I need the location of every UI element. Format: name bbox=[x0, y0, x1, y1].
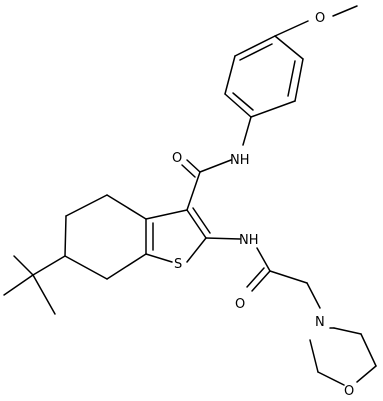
bond-nh-acyl bbox=[256, 247, 271, 272]
bond-morph-2 bbox=[333, 327, 362, 335]
bond-morph-4 bbox=[356, 365, 377, 383]
bond-c3a-c4 bbox=[106, 194, 147, 220]
bond-ring-3-inner bbox=[232, 92, 254, 111]
bond-morph-3 bbox=[360, 333, 377, 367]
bond-tbu-methyl-3 bbox=[32, 274, 56, 315]
bond-acyl-o-double bbox=[246, 267, 265, 288]
bond-ring-2 bbox=[224, 55, 236, 95]
bond-ring-6 bbox=[274, 35, 304, 60]
bond-ring-5-inner bbox=[287, 60, 296, 97]
bond-carbonyl-c3 bbox=[186, 171, 201, 211]
bond-ring-4 bbox=[250, 100, 296, 118]
bond-carbonyl-o-double bbox=[181, 164, 196, 178]
bond-c2-nh bbox=[205, 237, 241, 240]
morpholine-oxygen-label: O bbox=[344, 384, 354, 399]
bond-ch2-n bbox=[306, 282, 321, 309]
thiophene-sulfur-label: S bbox=[174, 257, 182, 272]
amide-oxygen-label: O bbox=[172, 151, 182, 166]
bond-c2-s bbox=[186, 237, 207, 263]
bond-ring-1 bbox=[234, 35, 276, 57]
methoxy-oxygen-label: O bbox=[315, 11, 325, 26]
bond-acyl-ch2 bbox=[269, 270, 308, 284]
bond-aryl-nh bbox=[242, 116, 252, 146]
bond-ring-5 bbox=[294, 58, 304, 102]
bond-tbu-methyl-1 bbox=[13, 255, 34, 276]
bond-c3-c2-inner bbox=[192, 207, 211, 234]
bond-o-aryl bbox=[274, 20, 309, 37]
bond-c3a-c3 bbox=[145, 209, 188, 220]
bond-c6-quaternary bbox=[32, 255, 66, 276]
bond-c5-c6 bbox=[64, 215, 67, 257]
bond-carbonyl-o bbox=[186, 159, 201, 173]
morpholine-nitrogen-label: N bbox=[315, 315, 325, 330]
amine-nh-label: NH bbox=[239, 233, 259, 248]
bond-tbu-methyl-2 bbox=[3, 274, 34, 296]
bond-ring-1-inner bbox=[239, 43, 273, 61]
acetyl-oxygen-label: O bbox=[235, 297, 245, 312]
bond-morph-6 bbox=[309, 339, 319, 373]
bond-c7-c7a bbox=[106, 253, 147, 280]
bond-c4-c5 bbox=[65, 194, 108, 217]
bond-c3-c2 bbox=[186, 209, 207, 239]
bond-methyl-o bbox=[332, 5, 358, 17]
bond-acyl-o bbox=[251, 270, 271, 292]
bond-c6-c7 bbox=[64, 255, 108, 280]
bond-nh-carbonyl bbox=[199, 159, 232, 173]
bond-s-c7a bbox=[145, 253, 173, 263]
bond-morph-5 bbox=[317, 371, 345, 386]
bond-ring-3 bbox=[224, 93, 252, 118]
amide-nh-label: NH bbox=[230, 153, 250, 168]
